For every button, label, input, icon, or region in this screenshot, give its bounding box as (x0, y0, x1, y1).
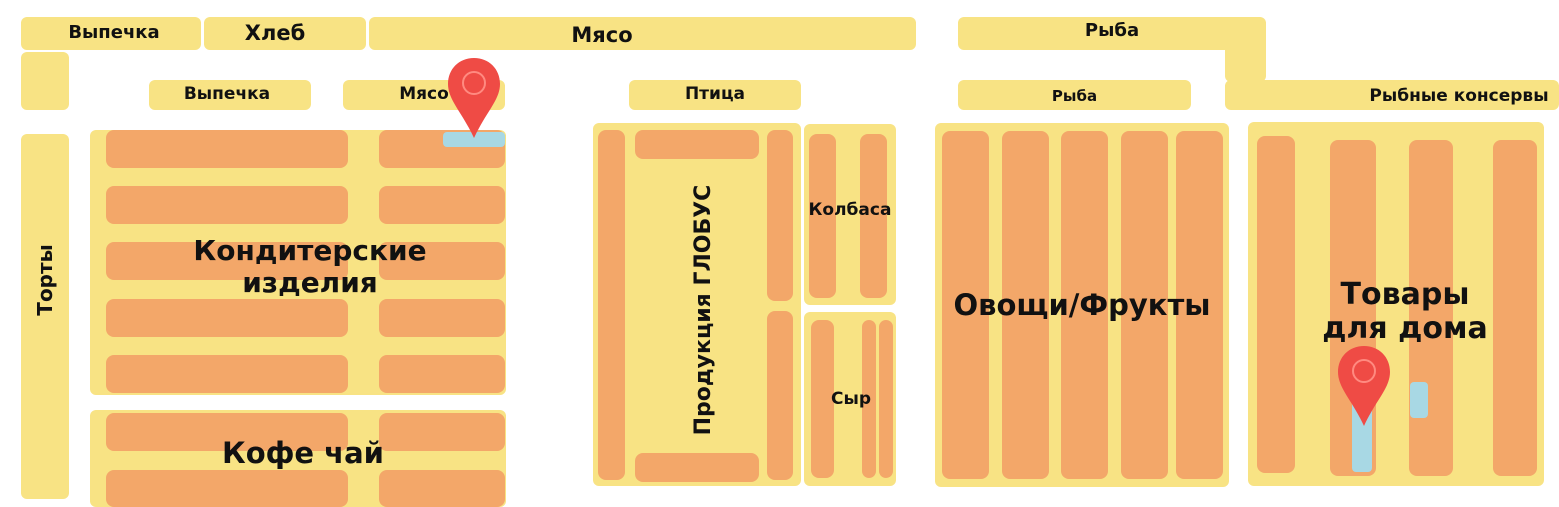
shelf (106, 470, 348, 507)
shelf (1257, 136, 1295, 473)
shelf (862, 320, 876, 478)
shelf (1176, 131, 1223, 479)
household-label: Товары для дома (1322, 276, 1488, 346)
globus-zone (593, 123, 801, 486)
shelf (379, 242, 505, 280)
top-zone-meat (369, 17, 916, 50)
cakes-label: Торты (32, 244, 57, 316)
vegetables-fruits-label: Овощи/Фрукты (953, 288, 1211, 323)
aisle-label-pastry: Выпечка (183, 84, 271, 105)
top-label-fish: Рыба (1084, 20, 1140, 42)
location-pin-icon (448, 58, 500, 138)
aisle-label-meat: Мясо (399, 84, 449, 105)
shelf (1121, 131, 1168, 479)
shelf (767, 130, 793, 301)
aisle-zone-canned-fish (1225, 80, 1559, 110)
shelf (379, 470, 505, 507)
shelf (106, 413, 348, 451)
top-zone-bread (204, 17, 366, 50)
aisle-zone-pastry (149, 80, 311, 110)
shelf (106, 299, 348, 337)
aisle-zone-fish (958, 80, 1191, 110)
wall-connector-fish (1225, 30, 1266, 82)
cheese-label: Сыр (830, 389, 872, 410)
globus-label: Продукция ГЛОБУС (691, 184, 717, 436)
shelf (879, 320, 893, 478)
shelf (379, 299, 505, 337)
shelf (1061, 131, 1108, 479)
highlighted-shelf (443, 132, 505, 147)
top-zone-pastry (21, 17, 201, 50)
location-pin-icon (1338, 346, 1390, 426)
shelf (379, 413, 505, 451)
shelf (1409, 140, 1453, 476)
shelf (106, 186, 348, 224)
aisle-label-poultry: Птица (684, 84, 746, 105)
shelf (1002, 131, 1049, 479)
shelf (767, 311, 793, 480)
coffee-tea-label: Кофе чай (222, 436, 384, 471)
top-label-meat: Мясо (571, 22, 633, 47)
wall-block-left (21, 52, 69, 110)
confectionery-label: Кондитерские изделия (193, 233, 427, 299)
shelf (379, 355, 505, 393)
shelf (106, 130, 348, 168)
shelf (811, 320, 834, 478)
shelf (1493, 140, 1537, 476)
shelf (106, 355, 348, 393)
shelf (635, 130, 759, 159)
shelf (942, 131, 989, 479)
shelf (106, 242, 348, 280)
shelf (598, 130, 625, 480)
shelf (809, 134, 836, 298)
cakes-zone (21, 134, 69, 499)
shelf (860, 134, 887, 298)
highlighted-shelf (1410, 382, 1428, 418)
top-zone-fish (958, 17, 1266, 50)
aisle-zone-poultry (629, 80, 801, 110)
aisle-label-fish: Рыба (1051, 86, 1098, 105)
top-label-bread: Хлеб (244, 21, 306, 46)
top-label-pastry: Выпечка (68, 22, 160, 44)
aisle-label-canned-fish: Рыбные консервы (1369, 85, 1549, 106)
shelf (635, 453, 759, 482)
sausage-label: Колбаса (808, 200, 892, 221)
shelf (379, 186, 505, 224)
